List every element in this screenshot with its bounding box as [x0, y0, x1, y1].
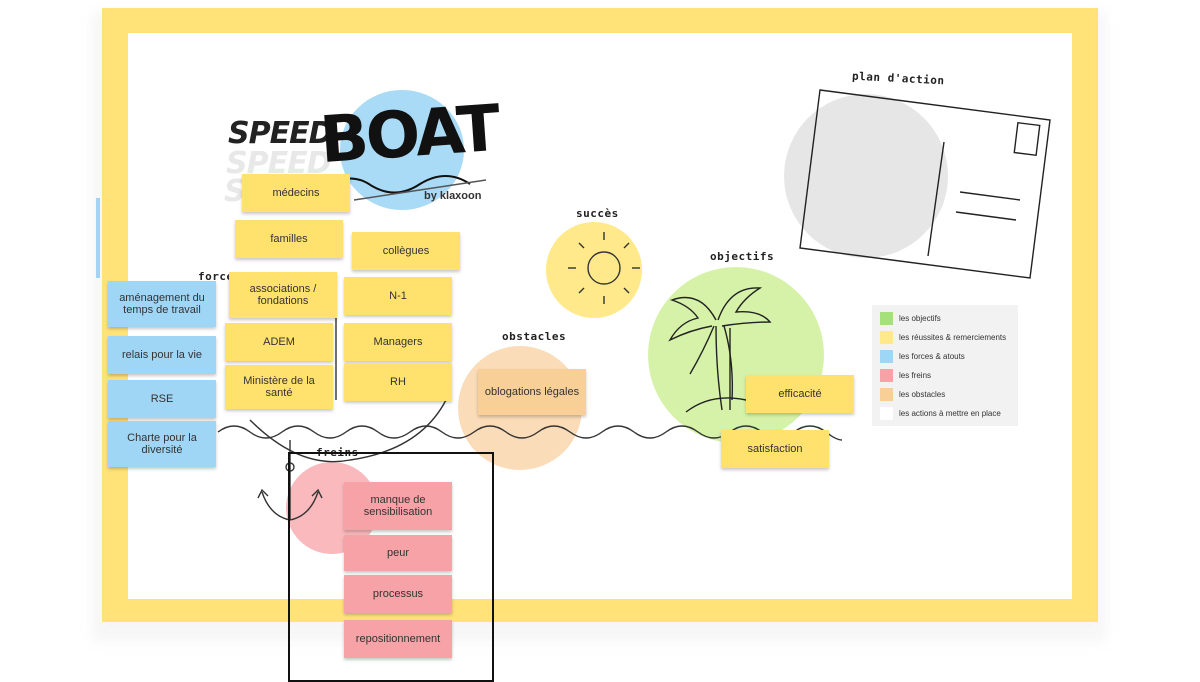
sticky-note-collegues[interactable]: collègues: [352, 232, 460, 270]
legend-panel: les objectifs les réussites & remercieme…: [872, 305, 1018, 426]
sticky-note-repositionnement[interactable]: repositionnement: [344, 620, 452, 658]
legend-swatch: [880, 311, 893, 325]
logo-speed: SPEED: [228, 116, 333, 151]
sticky-note-peur[interactable]: peur: [344, 535, 452, 571]
label-objectifs: objectifs: [710, 250, 775, 263]
logo-blue-blob: [340, 90, 464, 210]
sticky-note-ministere[interactable]: Ministère de la santé: [225, 365, 333, 409]
sticky-note-familles[interactable]: familles: [235, 220, 343, 258]
sticky-note-efficacite[interactable]: efficacité: [746, 375, 854, 413]
logo-underline: [353, 179, 487, 201]
sticky-note-satisfaction[interactable]: satisfaction: [721, 430, 829, 468]
legend-label: les forces & atouts: [899, 351, 965, 361]
sticky-note-relais[interactable]: relais pour la vie: [108, 336, 216, 374]
sticky-note-adem[interactable]: ADEM: [225, 323, 333, 361]
legend-swatch: [880, 387, 893, 401]
legend-label: les objectifs: [899, 313, 941, 323]
legend-swatch: [880, 330, 893, 344]
postcard-icon: [799, 89, 1051, 279]
sticky-note-medecins[interactable]: médecins: [242, 174, 350, 212]
sun-icon: [568, 232, 640, 304]
succes-circle: [546, 222, 642, 318]
legend-swatch: [880, 368, 893, 382]
sticky-note-rh[interactable]: RH: [344, 363, 452, 401]
sticky-note-n1[interactable]: N-1: [344, 277, 452, 315]
sticky-note-associations[interactable]: associations / fondations: [229, 272, 337, 318]
label-succes: succès: [576, 207, 619, 220]
selection-box[interactable]: [288, 452, 494, 682]
legend-swatch: [880, 406, 893, 420]
logo-boat: BOAT: [317, 91, 501, 179]
legend-item-actions: les actions à mettre en place: [880, 406, 1001, 420]
sticky-note-manque[interactable]: manque de sensibilisation: [344, 482, 452, 530]
legend-label: les obstacles: [899, 389, 946, 399]
label-obstacles: obstacles: [502, 330, 567, 343]
legend-item-reussites: les réussites & remerciements: [880, 330, 1006, 344]
plan-circle: [784, 94, 948, 258]
legend-item-forces: les forces & atouts: [880, 349, 965, 363]
legend-label: les réussites & remerciements: [899, 332, 1007, 342]
legend-label: les actions à mettre en place: [899, 408, 1001, 418]
legend-item-freins: les freins: [880, 368, 931, 382]
left-edge-marker: [96, 198, 100, 278]
legend-label: les freins: [899, 370, 932, 380]
sticky-note-charte[interactable]: Charte pour la diversité: [108, 421, 216, 467]
boat-hull: [249, 399, 447, 463]
logo-by-klaxoon: by klaxoon: [424, 190, 482, 202]
legend-item-obstacles: les obstacles: [880, 387, 945, 401]
sticky-note-amenagement[interactable]: aménagement du temps de travail: [108, 281, 216, 327]
sticky-note-oblogations[interactable]: oblogations légales: [478, 369, 586, 415]
sticky-note-rse[interactable]: RSE: [108, 380, 216, 418]
sticky-note-managers[interactable]: Managers: [344, 323, 452, 361]
sea-waves: [217, 425, 843, 441]
sticky-note-processus[interactable]: processus: [344, 575, 452, 613]
legend-item-objectifs: les objectifs: [880, 311, 941, 325]
legend-swatch: [880, 349, 893, 363]
